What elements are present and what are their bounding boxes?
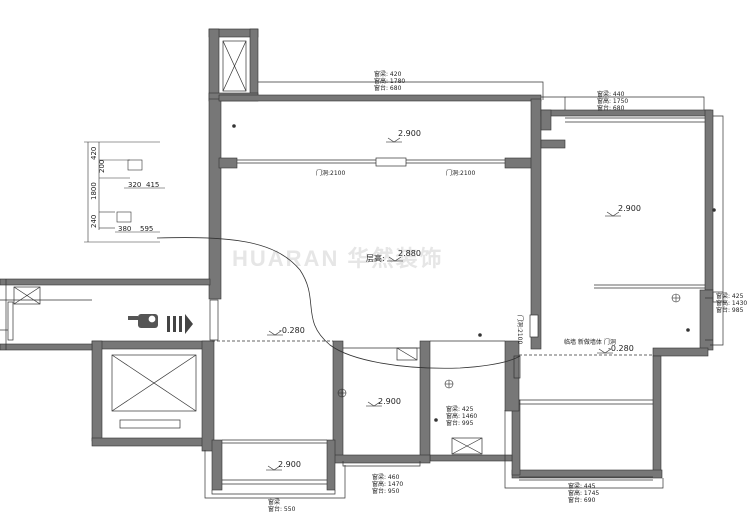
entry-arrow-icon (167, 314, 193, 334)
svg-text:窗高: 1745: 窗高: 1745 (568, 489, 599, 497)
svg-text:窗台: 950: 窗台: 950 (372, 487, 400, 495)
level-right-room: 2.900 (618, 204, 641, 213)
svg-text:窗高: 1470: 窗高: 1470 (372, 480, 403, 488)
svg-text:窗高: 1750: 窗高: 1750 (597, 97, 628, 105)
door-stamp-icon (128, 314, 158, 328)
window-note-center: 窗梁: 425 窗高: 1460 窗台: 995 (446, 405, 477, 427)
door-note-right: 临墙 新做墙体 门洞 (564, 338, 616, 346)
level-marker-glyphs (266, 137, 621, 471)
svg-text:窗高: 1430: 窗高: 1430 (716, 299, 747, 307)
svg-text:窗梁: 420: 窗梁: 420 (374, 70, 402, 78)
svg-text:窗台: 690: 窗台: 690 (568, 496, 596, 504)
dim-v-low: 240 (90, 215, 98, 228)
window-note-bottom-left: 窗梁 窗台: 550 (268, 498, 296, 513)
door-label-c: 门洞:2100 (516, 315, 524, 344)
dim-v-top: 420 (90, 147, 98, 160)
svg-text:窗梁: 445: 窗梁: 445 (568, 482, 596, 490)
door-label-a: 门洞:2100 (316, 169, 345, 177)
svg-text:窗高: 1780: 窗高: 1780 (374, 77, 405, 85)
walls (0, 28, 714, 491)
door-label-b: 门洞:2100 (446, 169, 475, 177)
svg-text:窗台: 550: 窗台: 550 (268, 505, 296, 513)
svg-text:窗梁: 425: 窗梁: 425 (716, 292, 744, 300)
level-bottom-left-room: 2.900 (278, 460, 301, 469)
svg-text:窗梁: 窗梁 (268, 498, 280, 506)
level-living-prefix: 层高: (366, 253, 385, 263)
window-note-right-side: 窗梁: 425 窗高: 1430 窗台: 985 (716, 292, 747, 314)
watermark: HUARAN 华然装饰 (232, 246, 443, 271)
level-living: 2.880 (398, 249, 421, 258)
svg-text:窗高: 1460: 窗高: 1460 (446, 412, 477, 420)
window-note-bottom-middle: 窗梁: 460 窗高: 1470 窗台: 950 (372, 473, 403, 495)
window-note-bottom-right: 窗梁: 445 窗高: 1745 窗台: 690 (568, 482, 599, 504)
window-note-top: 窗梁: 420 窗高: 1780 窗台: 680 (374, 70, 405, 92)
svg-text:窗台: 680: 窗台: 680 (597, 104, 625, 112)
detail-dimension-block (84, 141, 165, 243)
level-right-floor: -0.280 (608, 344, 634, 353)
svg-text:窗台: 680: 窗台: 680 (374, 84, 402, 92)
level-middle-room: 2.900 (378, 397, 401, 406)
window-note-top-right: 窗梁: 440 窗高: 1750 窗台: 680 (597, 90, 628, 112)
level-living-floor: -0.280 (279, 326, 305, 335)
svg-text:窗梁: 425: 窗梁: 425 (446, 405, 474, 413)
dim-v-big: 1800 (90, 182, 98, 200)
dim-h1b: 415 (146, 181, 159, 189)
svg-text:窗梁: 460: 窗梁: 460 (372, 473, 400, 481)
svg-text:窗台: 995: 窗台: 995 (446, 419, 474, 427)
dim-h1a: 320 (128, 181, 141, 189)
thin-lines (0, 40, 724, 499)
level-top-room: 2.900 (398, 129, 421, 138)
svg-text:窗梁: 440: 窗梁: 440 (597, 90, 625, 98)
door-curves (156, 237, 521, 369)
dim-h2a: 380 (118, 225, 131, 233)
fixture-markers (232, 124, 716, 422)
dim-v-mid: 200 (98, 160, 106, 173)
svg-text:窗台: 985: 窗台: 985 (716, 306, 744, 314)
dim-h2b: 595 (140, 225, 153, 233)
